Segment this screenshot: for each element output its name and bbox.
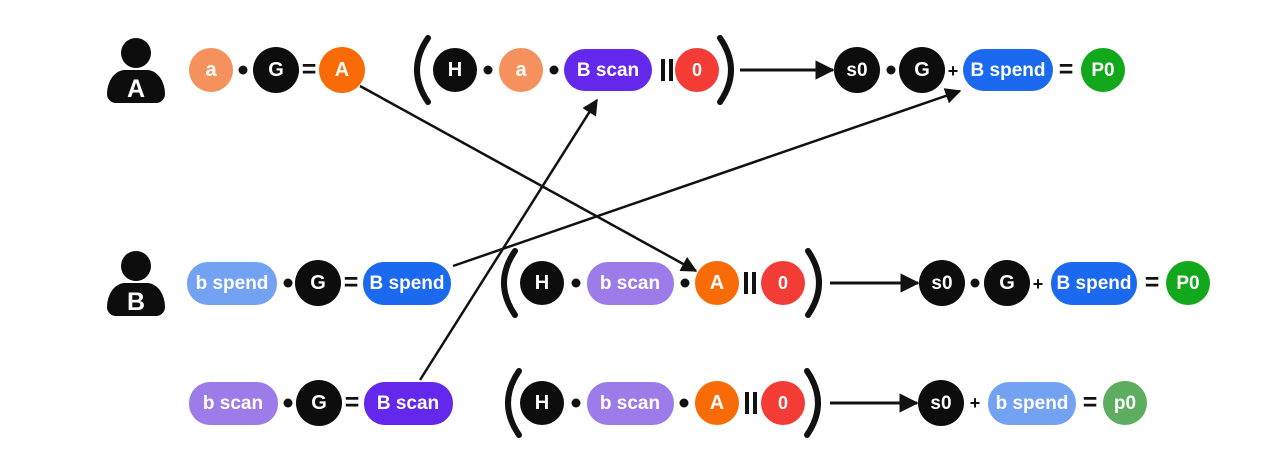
pub-key-B-scan: B scan xyxy=(363,381,453,425)
plus-op: + xyxy=(947,61,959,81)
equals-op: = xyxy=(1058,55,1074,84)
concat-op xyxy=(744,272,756,294)
equals-op: = xyxy=(343,268,359,297)
person-label: B xyxy=(126,287,146,316)
equals-op: = xyxy=(344,388,360,417)
priv-key-b-spend: b spend xyxy=(988,381,1076,425)
multiply-dot xyxy=(283,398,293,408)
user-icon-A: A xyxy=(107,37,165,103)
person-icon-body xyxy=(107,282,165,316)
equals-op: = xyxy=(1144,268,1160,297)
arrow-Bspend-to-row1-sum xyxy=(452,88,962,268)
person-icon-head xyxy=(121,250,151,281)
person-icon-head xyxy=(121,37,151,68)
multiply-dot xyxy=(238,65,248,75)
pub-key-A: A xyxy=(695,261,739,305)
pub-key-A: A xyxy=(319,47,365,93)
equals-op: = xyxy=(301,55,317,84)
generator-G: G xyxy=(253,47,299,93)
scalar-s0: s0 xyxy=(918,380,964,426)
priv-key-a: a xyxy=(189,48,233,92)
pub-key-B-spend: B spend xyxy=(1051,261,1137,305)
hash-H: H xyxy=(520,381,564,425)
multiply-dot xyxy=(679,398,689,408)
concat-bar xyxy=(752,272,756,294)
concat-bar xyxy=(661,59,665,81)
plus-op: + xyxy=(969,393,981,413)
pub-key-B-spend: B spend xyxy=(963,49,1053,91)
priv-key-a: a xyxy=(499,48,543,92)
paren-close xyxy=(805,248,822,318)
scalar-s0: s0 xyxy=(919,260,965,306)
multiply-dot xyxy=(283,278,293,288)
arrow-Bscan-to-row1-hash xyxy=(418,98,599,381)
output-P0: P0 xyxy=(1081,48,1125,92)
generator-G: G xyxy=(899,47,945,93)
priv-key-b-spend: b spend xyxy=(187,261,277,305)
paren-close xyxy=(717,35,734,105)
paren-open xyxy=(505,368,522,438)
priv-key-b-scan: b scan xyxy=(586,261,674,305)
output-P0: P0 xyxy=(1166,261,1210,305)
generator-G: G xyxy=(295,260,341,306)
multiply-dot xyxy=(571,398,581,408)
multiply-dot xyxy=(680,278,690,288)
user-icon-B: B xyxy=(107,250,165,316)
multiply-dot xyxy=(483,65,493,75)
plus-op: + xyxy=(1032,274,1044,294)
multiply-dot xyxy=(886,65,896,75)
concat-op xyxy=(661,59,673,81)
paren-close xyxy=(804,368,821,438)
priv-key-b-scan: b scan xyxy=(586,381,674,425)
concat-bar xyxy=(753,392,757,414)
concat-op xyxy=(745,392,757,414)
priv-key-b-scan: b scan xyxy=(188,381,278,425)
multiply-dot xyxy=(549,65,559,75)
equals-op: = xyxy=(1082,388,1098,417)
concat-bar xyxy=(744,272,748,294)
arrow-pubA-to-row2-hash xyxy=(359,84,698,273)
multiply-dot xyxy=(571,278,581,288)
person-label: A xyxy=(126,74,146,103)
concat-bar xyxy=(745,392,749,414)
generator-G: G xyxy=(984,260,1030,306)
hash-H: H xyxy=(520,261,564,305)
scalar-s0: s0 xyxy=(834,47,880,93)
pub-key-B-scan: B scan xyxy=(564,49,652,91)
generator-G: G xyxy=(296,380,342,426)
hash-H: H xyxy=(433,48,477,92)
index-zero: 0 xyxy=(761,261,805,305)
concat-bar xyxy=(669,59,673,81)
person-icon-body xyxy=(107,69,165,103)
paren-open xyxy=(501,248,518,318)
multiply-dot xyxy=(970,278,980,288)
output-p0: p0 xyxy=(1103,381,1147,425)
index-zero: 0 xyxy=(761,381,805,425)
paren-open xyxy=(414,35,431,105)
pub-key-A: A xyxy=(695,381,739,425)
index-zero: 0 xyxy=(675,48,719,92)
pub-key-B-spend: B spend xyxy=(363,261,451,305)
